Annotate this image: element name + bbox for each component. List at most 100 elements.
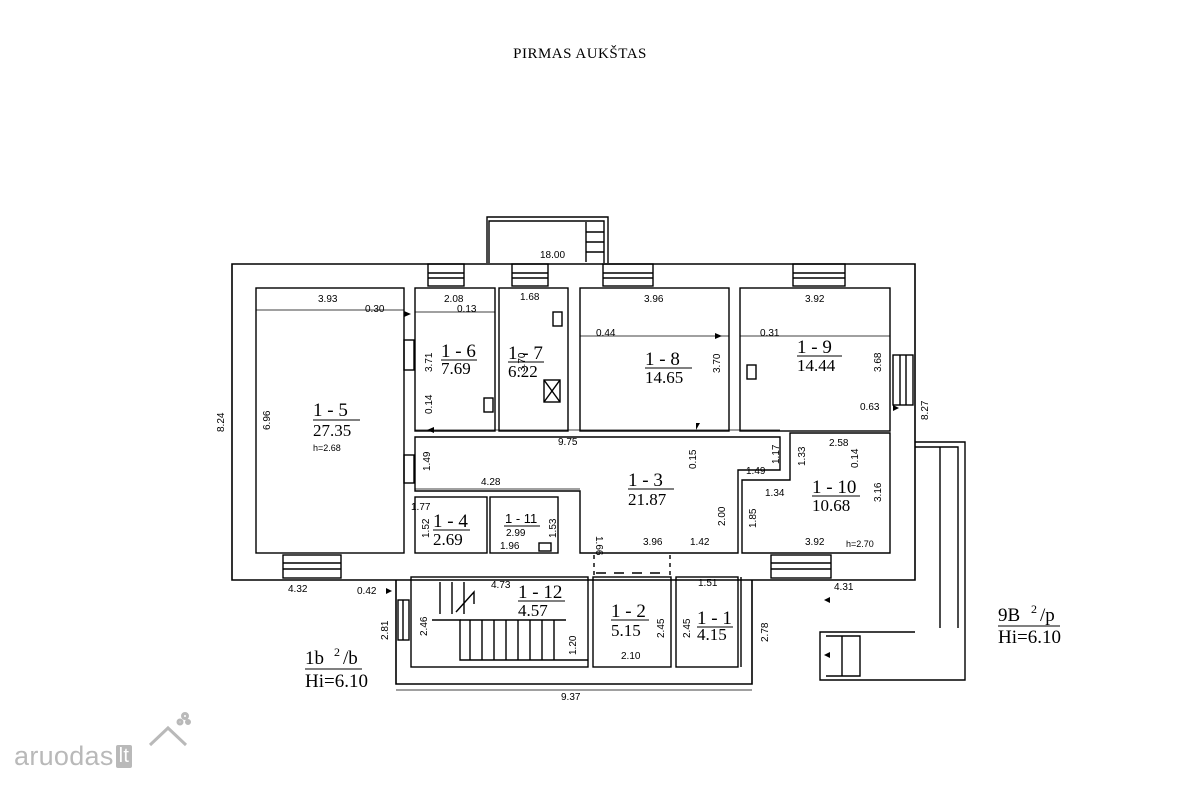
room-1-12-outline <box>410 576 589 668</box>
dim-r6-gap: 0.13 <box>457 304 477 315</box>
room-1-7-outline <box>498 287 569 432</box>
dim-r2-bottom: 2.10 <box>621 651 641 662</box>
house-icon <box>148 712 191 747</box>
dim-r11-height: 1.53 <box>548 518 559 538</box>
dim-r10-height: 3.16 <box>873 482 884 502</box>
room-1-8-area: 14.65 <box>645 368 683 387</box>
dim-r10-v2: 1.17 <box>771 444 782 464</box>
room-1-6-outline <box>414 287 496 432</box>
room-1-12-area: 4.57 <box>518 601 548 620</box>
dim-r3-bottom2: 1.42 <box>690 537 710 548</box>
legend-left-suffix: /b <box>343 648 358 669</box>
room-1-10-area: 10.68 <box>812 496 850 515</box>
room-1-2-outline <box>592 576 672 668</box>
dim-r5-bottom: 4.32 <box>288 584 308 595</box>
dim-r3-small: 0.15 <box>688 449 699 469</box>
dim-r5-top: 3.93 <box>318 294 338 305</box>
dim-r10-notch: 1.34 <box>765 488 785 499</box>
east-terrace <box>819 441 966 681</box>
room-1-10-outline <box>741 432 891 554</box>
room-1-7-area: 6.22 <box>508 362 538 381</box>
dim-overall-top: 18.00 <box>540 250 565 261</box>
dim-r8-height: 3.70 <box>712 353 723 373</box>
dim-r4-height: 1.52 <box>421 518 432 538</box>
room-1-1-outline <box>675 576 739 668</box>
dim-r10-top: 2.58 <box>829 438 849 449</box>
dim-r3-stair: 1.49 <box>746 466 766 477</box>
dim-r3-width: 4.28 <box>481 477 501 488</box>
dim-r12-height: 2.46 <box>419 616 430 636</box>
dim-r3-v2: 2.00 <box>717 506 728 526</box>
top-balcony-outline <box>486 216 609 263</box>
dim-r1-top: 1.51 <box>698 578 718 589</box>
dim-r2-height: 2.45 <box>656 618 667 638</box>
dim-r6-small: 0.14 <box>424 394 435 414</box>
room-1-12-number: 1 - 12 <box>518 582 562 603</box>
room-1-9-number: 1 - 9 <box>797 337 832 358</box>
room-1-9-area: 14.44 <box>797 356 836 375</box>
dim-r10-small: 0.14 <box>850 448 861 468</box>
dim-r8-top: 3.96 <box>644 294 664 305</box>
dim-r12-top: 4.73 <box>491 580 511 591</box>
dim-r10-bottom: 3.92 <box>805 537 825 548</box>
logo-tld: lt <box>115 745 133 768</box>
dim-r3-top: 9.75 <box>558 437 578 448</box>
dim-r10-v1: 1.33 <box>797 446 808 466</box>
room-1-9-outline <box>739 287 891 432</box>
dim-r8-gap: 0.44 <box>596 328 616 339</box>
room-1-10-height: h=2.70 <box>846 539 874 549</box>
room-1-1-area: 4.15 <box>697 625 727 644</box>
room-1-11-number: 1 - 11 <box>505 511 537 526</box>
room-1-5-height: h=2.68 <box>313 443 341 453</box>
room-1-4-number: 1 - 4 <box>433 511 468 532</box>
room-1-8-outline <box>579 287 730 432</box>
annex-wall <box>395 580 753 685</box>
dim-r6-top: 2.08 <box>444 294 464 305</box>
plan-title: PIRMAS AUKŠTAS <box>513 46 647 62</box>
room-1-3-area: 21.87 <box>628 490 667 509</box>
room-1-7-number: 1 - 7 <box>508 343 543 364</box>
dim-r11-bottom: 1.96 <box>500 541 520 552</box>
dim-r4-top: 1.77 <box>411 502 431 513</box>
dim-r9-height: 3.68 <box>873 352 884 372</box>
dim-r12-v: 1.20 <box>568 635 579 655</box>
logo-name: aruodas <box>14 741 114 771</box>
legend-right-code: 9B <box>998 605 1020 626</box>
dim-overall-left: 8.24 <box>216 412 227 432</box>
dim-r3-bottom: 3.96 <box>643 537 663 548</box>
dim-r5-gap: 0.30 <box>365 304 385 315</box>
legend-left-hi: Hi=6.10 <box>305 671 368 692</box>
room-1-2-area: 5.15 <box>611 621 641 640</box>
dim-r5-height: 6.96 <box>262 410 273 430</box>
legend-right-suffix: /p <box>1040 605 1055 626</box>
room-1-10-number: 1 - 10 <box>812 477 856 498</box>
dim-r12-left: 2.81 <box>380 620 391 640</box>
dim-r7-height: 3.70 <box>517 352 528 372</box>
outer-wall <box>231 263 916 581</box>
room-1-11-area: 2.99 <box>506 528 526 539</box>
dim-r7-top: 1.68 <box>520 292 540 303</box>
room-1-8-number: 1 - 8 <box>645 349 680 370</box>
dim-r6-height: 3.71 <box>424 352 435 372</box>
room-1-5-area: 27.35 <box>313 421 351 440</box>
dim-bottom-total: 9.37 <box>561 692 581 703</box>
legend-left-sup: 2 <box>334 645 340 659</box>
dim-r1-height: 2.45 <box>682 618 693 638</box>
legend-right-hi: Hi=6.10 <box>998 627 1061 648</box>
room-1-5-number: 1 - 5 <box>313 400 348 421</box>
dim-r3-v1: 1.66 <box>593 536 604 556</box>
room-1-2-number: 1 - 2 <box>611 601 646 622</box>
room-1-1-number: 1 - 1 <box>697 608 732 629</box>
room-1-6-number: 1 - 6 <box>441 341 476 362</box>
dim-r10-left: 1.85 <box>748 508 759 528</box>
dim-overall-right: 8.27 <box>920 400 931 420</box>
dim-r9-top: 3.92 <box>805 294 825 305</box>
legend-left-code: 1b <box>305 648 324 669</box>
dim-r9-gap: 0.31 <box>760 328 780 339</box>
room-1-3-number: 1 - 3 <box>628 470 663 491</box>
room-1-5-outline <box>255 287 405 554</box>
legend-right-sup: 2 <box>1031 602 1037 616</box>
room-1-4-area: 2.69 <box>433 530 463 549</box>
